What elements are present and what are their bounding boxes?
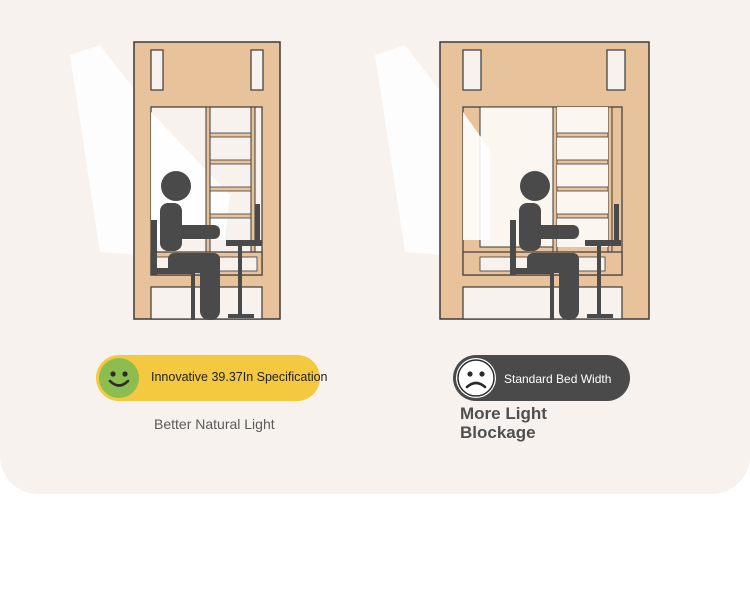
- innovative-spec-badge: Innovative 39.37In Specification: [96, 355, 328, 401]
- badge-label: Innovative 39.37In Specification: [151, 370, 328, 384]
- bed-comparison-illustration: [70, 41, 650, 320]
- badge-label: Standard Bed Width: [504, 372, 612, 386]
- standard-loft-bed-illustration: [375, 41, 650, 320]
- seated-person-icon: [510, 171, 621, 320]
- comparison-card: Innovative 39.37In Specification Better …: [0, 0, 750, 494]
- narrow-loft-bed-illustration: [70, 41, 281, 320]
- smiley-face-icon: [99, 358, 139, 398]
- right-caption: More Light Blockage: [460, 404, 547, 442]
- standard-width-badge: Standard Bed Width: [453, 355, 630, 401]
- left-caption: Better Natural Light: [154, 416, 275, 432]
- seated-person-icon: [151, 171, 262, 320]
- sad-face-icon: [456, 358, 496, 398]
